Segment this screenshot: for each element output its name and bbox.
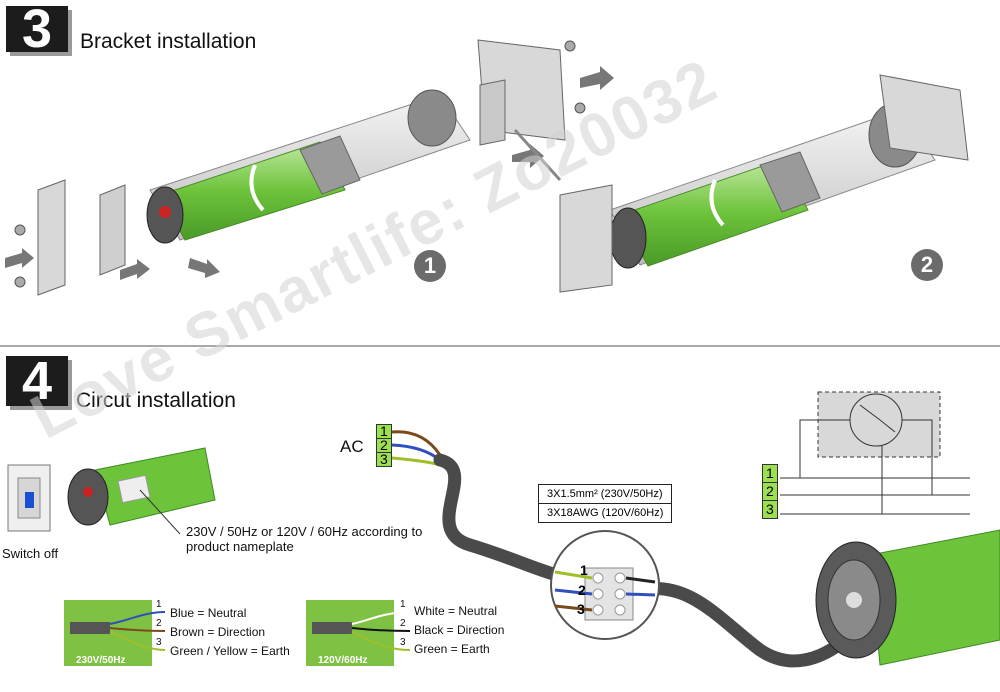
legend-120-num-1: 1	[400, 599, 406, 610]
motor-cable	[633, 582, 852, 668]
legend-120-entry-3: Green = Earth	[414, 642, 490, 656]
legend-230-entry-2: Brown = Direction	[170, 625, 266, 639]
step-3-title: Bracket installation	[80, 30, 257, 53]
bracket-right	[477, 39, 586, 182]
connector-num-3: 3	[577, 601, 585, 617]
legend-120-num-3: 3	[400, 637, 406, 648]
legend-wires-120	[312, 611, 411, 651]
bracket-left	[14, 179, 126, 296]
motor-tube-1	[146, 89, 471, 244]
bracket-assembled	[559, 74, 969, 293]
motor-head	[815, 529, 1000, 666]
nameplate-note-line2: product nameplate	[186, 539, 294, 554]
step-4-badge: 4	[6, 354, 68, 408]
legend-230-num-3: 3	[156, 637, 162, 648]
switch-breaker	[7, 464, 51, 532]
wire-spec-120: 3X18AWG (120V/60Hz)	[547, 507, 664, 519]
legend-plate-230-label: 230V/50Hz	[76, 655, 126, 666]
schematic-terminal-3: 3	[766, 501, 774, 517]
legend-120-entry-1: White = Neutral	[414, 604, 498, 618]
legend-plate-120-label: 120V/60Hz	[318, 655, 368, 666]
wiring-schematic	[780, 391, 970, 515]
main-cable	[433, 453, 587, 587]
legend-230-entry-3: Green / Yellow = Earth	[170, 644, 290, 658]
legend-230-num-2: 2	[156, 618, 162, 629]
ac-label: AC	[340, 437, 364, 456]
legend-230-entry-1: Blue = Neutral	[170, 606, 247, 620]
connector-num-1: 1	[580, 562, 588, 578]
circuit-illustration	[7, 391, 1000, 668]
wire-spec-box: 3X1.5mm² (230V/50Hz) 3X18AWG (120V/60Hz)	[538, 484, 673, 523]
ac-wires	[391, 430, 442, 467]
section-divider	[0, 345, 1000, 347]
step-4-title: Circut installation	[76, 389, 236, 412]
step-3-badge: 3	[6, 2, 68, 56]
ac-terminal-block: 1 2 3	[376, 424, 392, 467]
sub-step-2-badge: 2	[911, 249, 943, 281]
legend-wires-230	[70, 611, 166, 651]
legend-120-entry-2: Black = Direction	[414, 623, 505, 637]
install-arrows-1	[5, 66, 614, 280]
ac-terminal-3: 3	[380, 451, 388, 467]
schematic-terminal-block: 1 2 3	[762, 464, 778, 519]
bracket-illustration	[5, 39, 969, 296]
ac-terminal-1: 1	[377, 424, 391, 439]
wire-spec-230: 3X1.5mm² (230V/50Hz)	[539, 485, 672, 504]
schematic-terminal-1: 1	[763, 465, 777, 483]
connector-magnifier	[550, 530, 660, 640]
switch-off-label: Switch off	[2, 546, 59, 561]
schematic-terminal-2: 2	[763, 483, 777, 501]
motor-tube-circuit	[67, 447, 216, 535]
ac-terminal-2: 2	[377, 438, 391, 453]
connector-num-2: 2	[578, 582, 586, 598]
sub-step-1-badge: 1	[414, 250, 446, 282]
legend-120-num-2: 2	[400, 618, 406, 629]
legend-230-num-1: 1	[156, 599, 162, 610]
nameplate-note-line1: 230V / 50Hz or 120V / 60Hz according to	[186, 524, 423, 539]
